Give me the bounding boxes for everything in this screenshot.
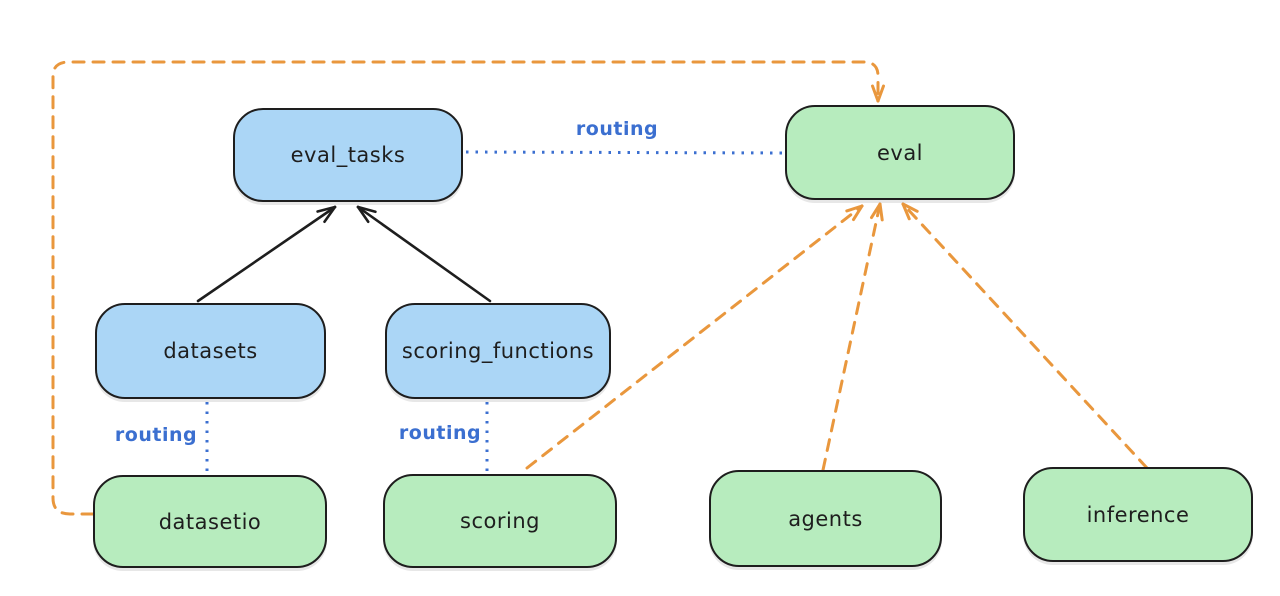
node-datasets: datasets xyxy=(95,303,326,399)
node-datasetio-label: datasetio xyxy=(158,509,262,534)
node-eval-tasks: eval_tasks xyxy=(233,108,463,202)
edge-datasets-to-eval_tasks xyxy=(196,205,337,303)
node-agents-label: agents xyxy=(788,506,863,531)
node-inference: inference xyxy=(1023,467,1253,562)
node-agents: agents xyxy=(709,470,942,567)
node-datasetio: datasetio xyxy=(93,475,327,568)
node-eval: eval xyxy=(785,105,1015,200)
node-eval-label: eval xyxy=(876,140,924,165)
edge-inference-to-eval xyxy=(901,202,1149,470)
routing-label-datasets-datasetio: routing xyxy=(114,424,198,446)
edge-eval_tasks-to-eval-routing xyxy=(465,150,784,155)
node-scoring-functions: scoring_functions xyxy=(385,303,611,399)
edge-datasetio-to-eval xyxy=(51,60,885,516)
node-inference-label: inference xyxy=(1086,502,1190,527)
node-scoring: scoring xyxy=(383,474,617,568)
edge-scoring_functions-to-eval_tasks xyxy=(356,205,492,303)
node-datasets-label: datasets xyxy=(163,339,258,363)
routing-label-scoring-functions-scoring: routing xyxy=(398,422,482,444)
node-scoring-functions-label: scoring_functions xyxy=(401,339,595,363)
edge-agents-to-eval xyxy=(821,202,884,472)
node-scoring-label: scoring xyxy=(460,509,540,533)
routing-label-eval-tasks-eval: routing xyxy=(575,118,659,140)
node-eval-tasks-label: eval_tasks xyxy=(290,143,406,167)
